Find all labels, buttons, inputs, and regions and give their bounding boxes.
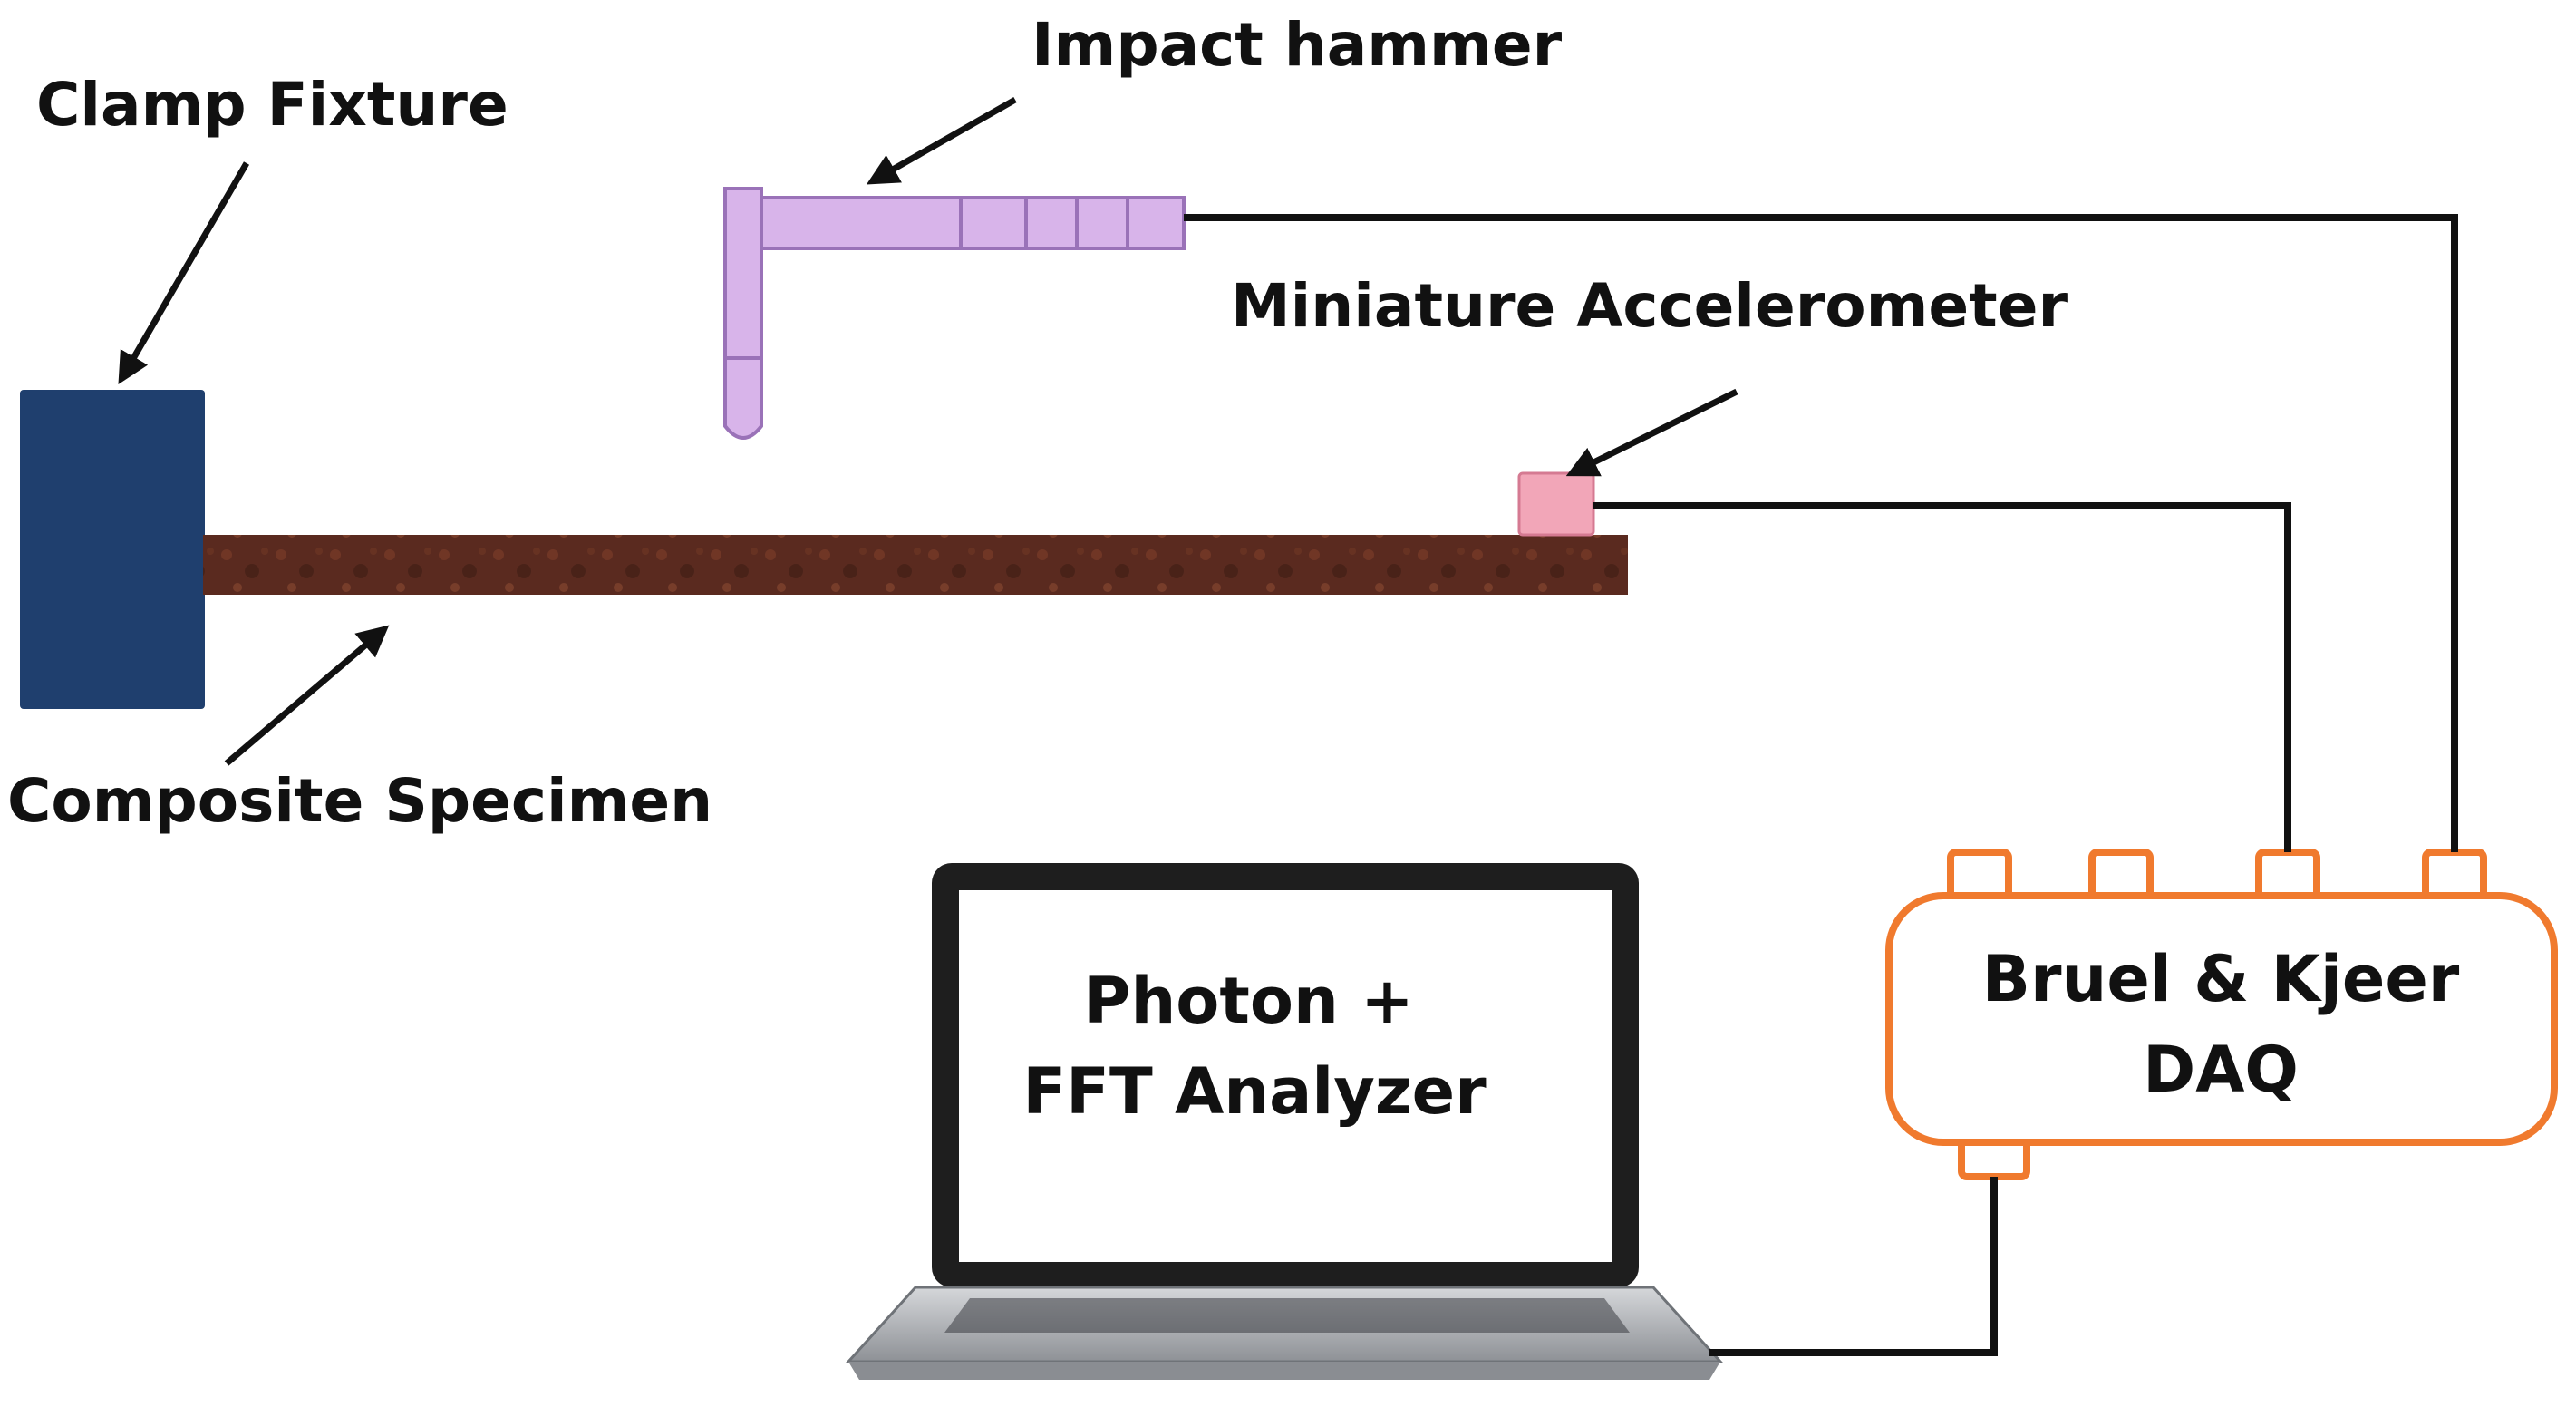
composite-specimen-beam	[203, 535, 1628, 595]
miniature-accelerometer-label: Miniature Accelerometer	[1231, 271, 2068, 341]
clamp-fixture	[20, 390, 205, 709]
clamp-fixture-label: Clamp Fixture	[36, 70, 508, 140]
impact-hammer-label: Impact hammer	[1031, 10, 1563, 80]
hammer-arrow	[866, 96, 1017, 185]
hammer-icon	[723, 187, 1186, 440]
laptop-label-line2: FFT Analyzer	[1022, 1054, 1487, 1129]
accelerometer-arrow	[1565, 388, 1738, 477]
laptop-label-line1: Photon +	[1084, 964, 1414, 1038]
accelerometer-to-daq-wire	[1593, 502, 2291, 852]
sensor-icon	[1517, 471, 1595, 537]
daq-label-line2: DAQ	[2143, 1033, 2299, 1107]
composite-specimen-label: Composite Specimen	[7, 766, 712, 836]
daq-label-line1: Bruel & Kjeer	[1982, 942, 2460, 1016]
daq-unit	[1885, 849, 2558, 1180]
laptop-icon	[845, 863, 1724, 1380]
clamp-arrow	[118, 161, 250, 385]
daq-to-laptop-wire	[1709, 1177, 1998, 1356]
specimen-arrow	[224, 625, 390, 766]
hammer-to-daq-wire	[1184, 214, 2458, 852]
